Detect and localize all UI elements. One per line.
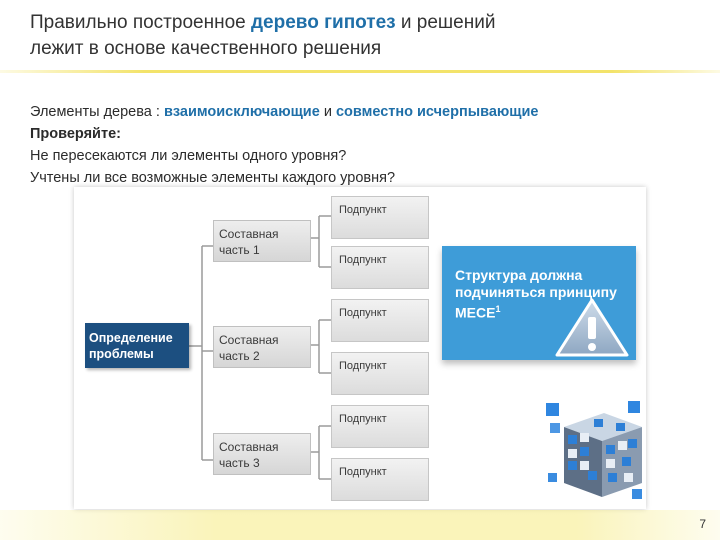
mece-callout-text: Структура должна подчиняться принципу МЕ… [455, 267, 625, 322]
leaf-node-3b: Подпункт [331, 458, 429, 501]
mutually-exclusive-term: взаимоисключающие [163, 104, 320, 120]
branch-node-3: Составная часть 3 [213, 433, 311, 475]
leaf-node-2b: Подпункт [331, 352, 429, 395]
cubes-image [546, 401, 642, 499]
leaf-node-2a: Подпункт [331, 299, 429, 342]
tree-connectors [189, 215, 331, 480]
footer-band [0, 510, 720, 540]
elements-prefix: Элементы дерева : [30, 104, 164, 120]
warning-triangle-icon [555, 298, 629, 357]
branch-node-1: Составная часть 1 [213, 220, 311, 262]
title-divider [0, 70, 720, 73]
question-2: Учтены ли все возможные элементы каждого… [30, 170, 396, 186]
elements-line: Элементы дерева : взаимоисключающие и со… [30, 101, 690, 123]
root-node: Определение проблемы [85, 323, 189, 368]
leaf-node-3a: Подпункт [331, 405, 429, 448]
mece-callout: Структура должна подчиняться принципу МЕ… [442, 246, 636, 360]
title-highlight: дерево гипотез [250, 12, 396, 33]
mece-callout-body: Структура должна подчиняться принципу МЕ… [455, 267, 617, 321]
intro-text: Элементы дерева : взаимоисключающие и со… [30, 101, 690, 189]
title-line2: лежит в основе качественного решения [30, 38, 382, 59]
page-number: 7 [699, 517, 706, 531]
leaf-node-1b: Подпункт [331, 246, 429, 289]
title-part2: и решений [395, 12, 496, 33]
mece-footnote-mark: 1 [495, 304, 501, 314]
question-1: Не пересекаются ли элементы одного уровн… [30, 148, 347, 164]
title-part1: Правильно построенное [30, 12, 251, 33]
check-label: Проверяйте: [30, 126, 121, 142]
tree-diagram: Определение проблемы Составная часть 1 С… [74, 187, 646, 509]
and-conjunction: и [319, 104, 336, 120]
collectively-exhaustive-term: совместно исчерпывающие [335, 104, 539, 120]
branch-node-2: Составная часть 2 [213, 326, 311, 368]
slide-title: Правильно построенное дерево гипотез и р… [30, 10, 670, 62]
leaf-node-1a: Подпункт [331, 196, 429, 239]
